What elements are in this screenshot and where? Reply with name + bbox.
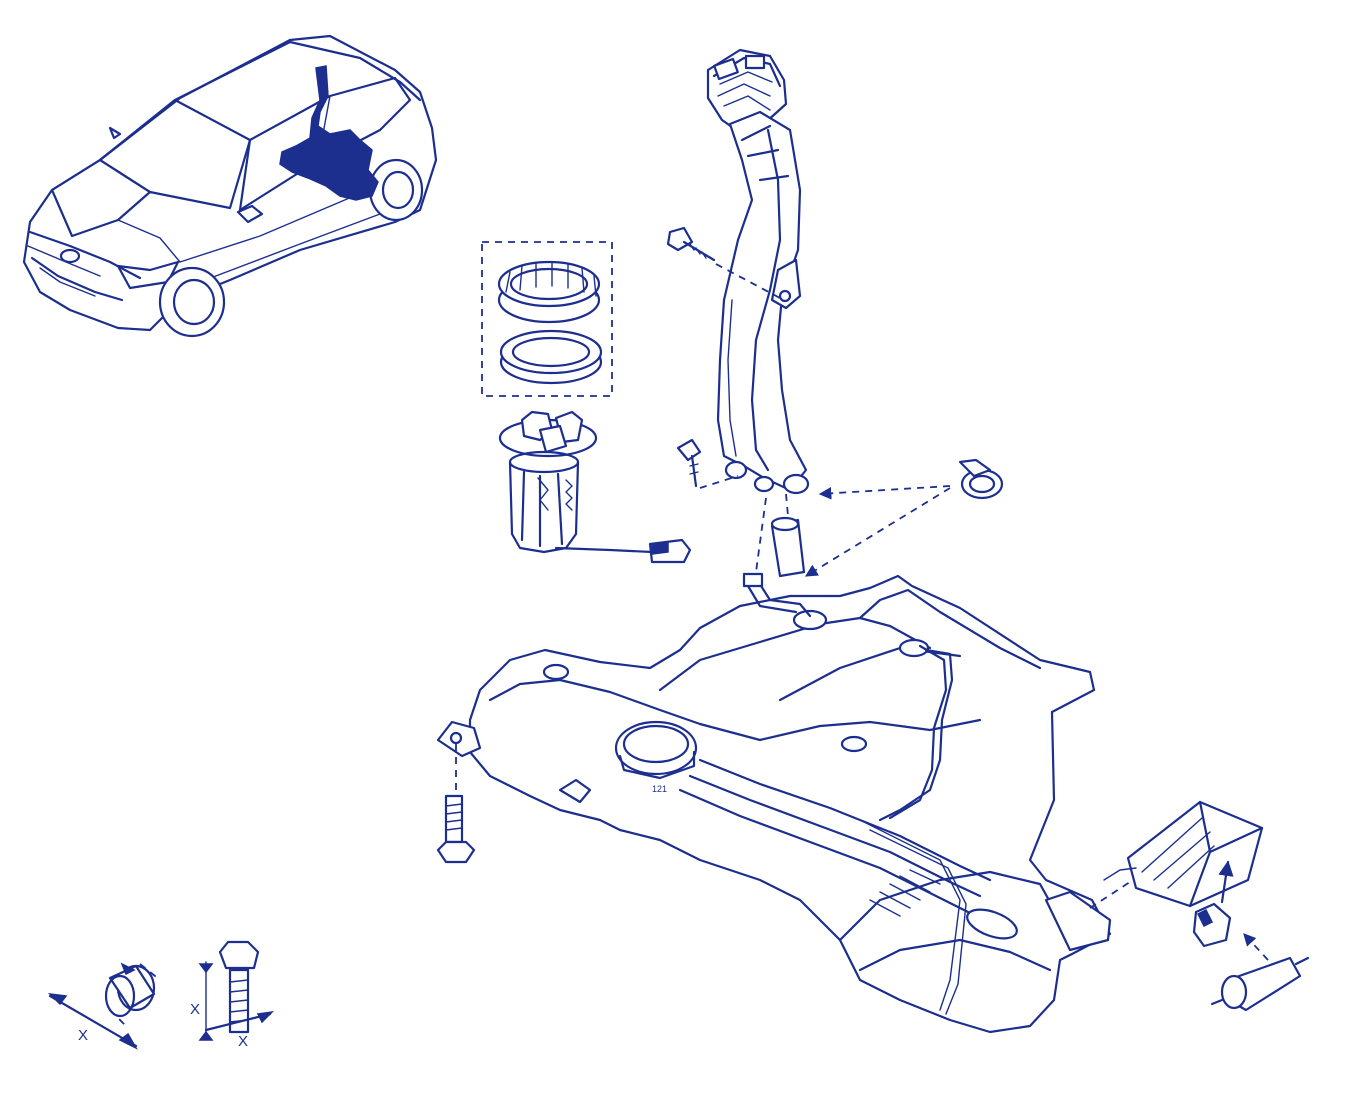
bolt-diameter-label: X — [238, 1033, 248, 1050]
bolt-length-label: X — [190, 1001, 200, 1018]
connecting-hose — [755, 493, 806, 578]
fuel-pump-module — [498, 410, 692, 564]
pump-seal — [499, 329, 603, 385]
hose-clamp — [958, 458, 1004, 500]
vehicle-locator-illustration — [22, 34, 438, 338]
bolt-dimension-legend: X X — [190, 940, 275, 1050]
clamp-dimension-label: X — [78, 1027, 88, 1044]
fuel-tank: 121 — [436, 572, 1112, 1034]
carbon-canister — [1103, 800, 1264, 908]
pump-ring-kit — [481, 241, 613, 397]
fuel-filler-neck — [706, 48, 810, 495]
filler-neck-screw-upper — [666, 226, 781, 299]
locking-ring — [497, 260, 601, 324]
canister-bracket — [1192, 902, 1232, 948]
tank-mounting-bolt — [436, 744, 476, 864]
fuel-filter — [1210, 956, 1310, 1012]
filler-neck-screw-lower — [676, 438, 739, 489]
clamp-dimension-legend: X — [47, 962, 161, 1050]
tank-part-code: 121 — [652, 784, 667, 794]
